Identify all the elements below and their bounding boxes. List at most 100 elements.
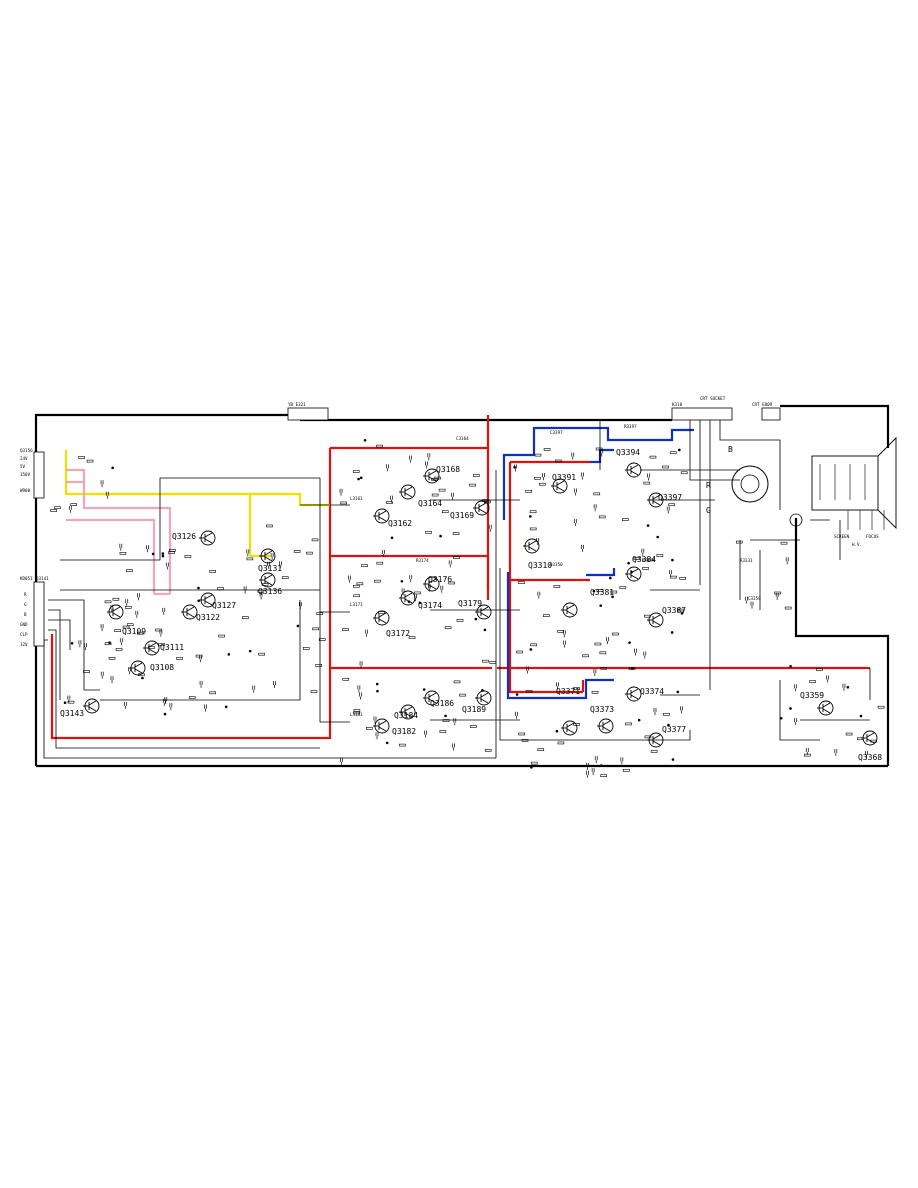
passive-component: [526, 666, 529, 674]
passive-component: [591, 768, 595, 776]
passive-component: [63, 701, 67, 704]
label-q3176: Q3176: [428, 575, 452, 584]
transistor-symbol: [551, 478, 568, 494]
passive-component: [306, 551, 313, 555]
passive-component: [554, 459, 562, 463]
passive-component: [530, 643, 537, 647]
passive-component: [488, 524, 492, 532]
passive-component: [217, 587, 224, 590]
passive-component: [440, 585, 444, 593]
passive-component: [599, 604, 602, 607]
label-q3391: Q3391: [552, 473, 576, 482]
label-q3136: Q3136: [258, 587, 282, 596]
passive-component: [409, 575, 413, 583]
cn-label-w900: W900: [20, 488, 31, 493]
passive-component: [119, 552, 127, 555]
passive-component: [592, 589, 596, 593]
label-l3181: L3181: [350, 712, 363, 717]
passive-component: [594, 756, 598, 764]
passive-component: [611, 595, 614, 599]
top-cn1-label: YB E321: [288, 402, 306, 407]
passive-component: [599, 764, 603, 767]
passive-component: [662, 465, 669, 469]
label-q3359: Q3359: [800, 691, 824, 700]
label-q3394: Q3394: [616, 448, 640, 457]
passive-component: [845, 732, 853, 736]
transistor-symbol: [143, 640, 160, 656]
passive-component: [515, 693, 519, 696]
passive-component: [266, 524, 273, 528]
transistor-symbol: [647, 732, 664, 748]
passive-component: [78, 640, 82, 648]
passive-component: [408, 636, 416, 639]
passive-component: [302, 647, 310, 650]
transistor-symbol: [199, 530, 216, 546]
passive-component: [666, 506, 670, 514]
passive-component: [438, 488, 446, 492]
passive-component: [623, 769, 630, 772]
passive-component: [163, 712, 167, 716]
passive-component: [573, 687, 580, 690]
passive-component: [386, 501, 393, 504]
passive-component: [609, 576, 612, 580]
passive-component: [224, 705, 228, 709]
pink-rail: [66, 468, 172, 596]
passive-component: [647, 558, 655, 562]
passive-component: [680, 612, 684, 615]
passive-component: [252, 685, 256, 693]
passive-component: [162, 698, 166, 706]
label-r3174: R3174: [416, 558, 429, 563]
passive-component: [124, 606, 132, 609]
passive-component: [530, 766, 533, 769]
transistor-symbol: [423, 576, 440, 592]
transistor-symbol: [817, 700, 834, 716]
label-q3186: Q3186: [430, 699, 454, 708]
passive-component: [141, 676, 144, 680]
passive-component: [842, 683, 846, 691]
passive-component: [670, 631, 674, 634]
passive-component: [621, 518, 629, 521]
passive-component: [474, 617, 478, 621]
passive-component: [537, 748, 545, 751]
passive-component: [542, 473, 545, 481]
passive-component: [209, 691, 216, 695]
passive-component: [593, 669, 597, 677]
passive-component: [663, 712, 670, 716]
passive-component: [122, 625, 130, 629]
passive-component: [538, 482, 546, 486]
passive-component: [108, 656, 116, 660]
passive-component: [794, 718, 798, 726]
passive-component: [453, 718, 457, 726]
passive-component: [441, 510, 449, 514]
passive-component: [146, 545, 149, 553]
passive-component: [357, 477, 360, 481]
passive-component: [528, 515, 532, 518]
passive-component: [50, 509, 57, 512]
yellow-rail: [64, 450, 330, 558]
passive-component: [104, 600, 112, 604]
passive-component: [599, 651, 607, 655]
passive-component: [620, 757, 624, 765]
passive-component: [110, 676, 114, 684]
passive-component: [680, 471, 688, 475]
passive-component: [439, 534, 442, 538]
passive-component: [168, 551, 175, 554]
passive-component: [353, 594, 361, 598]
label-c3359: C3359: [748, 596, 761, 601]
passive-component: [556, 682, 559, 690]
passive-component: [359, 692, 362, 700]
passive-component: [585, 762, 589, 770]
connector-top: YB E321 K310 CRT SOCKET CRT E809: [287, 396, 781, 421]
passive-component: [557, 630, 564, 633]
transistor-group: [83, 462, 878, 748]
passive-component: [359, 661, 363, 669]
passive-component: [780, 541, 788, 545]
passive-component: [612, 632, 619, 636]
passive-component: [453, 556, 460, 559]
passive-component: [310, 690, 318, 693]
label-q3143: Q3143: [60, 709, 84, 718]
passive-component: [525, 690, 533, 693]
passive-component: [218, 634, 226, 638]
label-l3171: L3171: [350, 602, 363, 607]
passive-component: [125, 599, 129, 607]
